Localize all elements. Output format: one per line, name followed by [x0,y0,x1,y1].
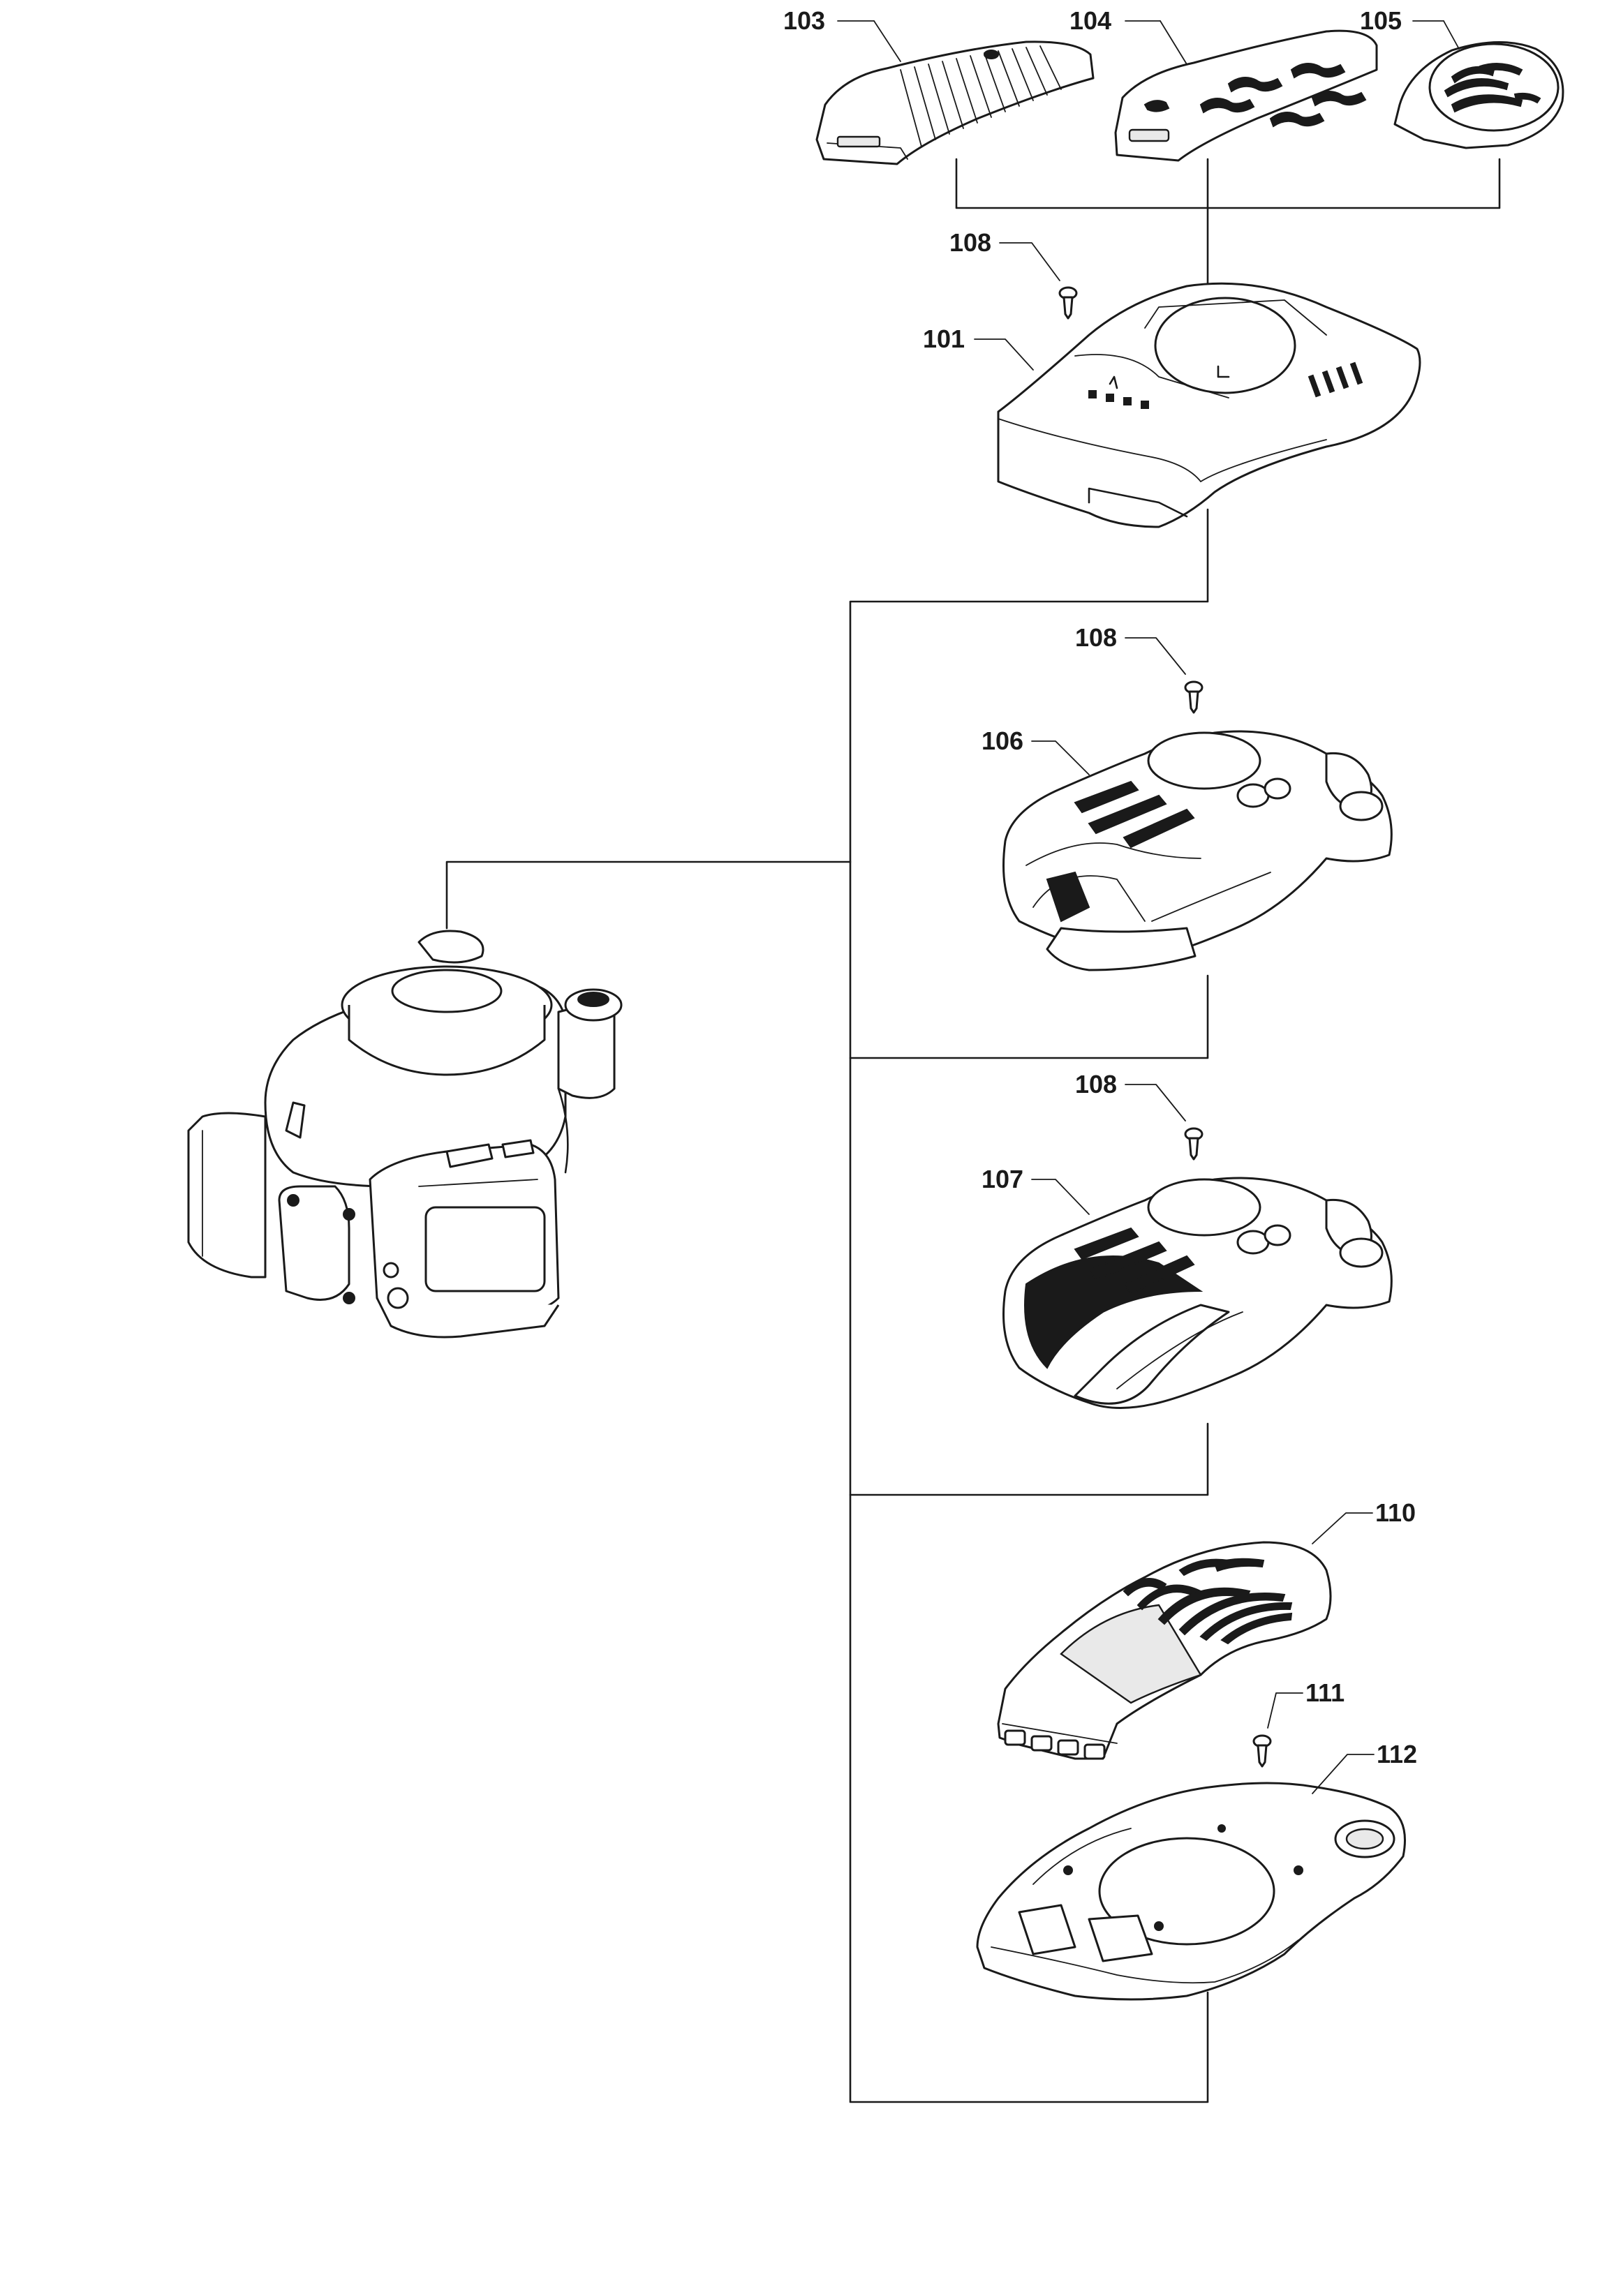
part-105-round-grille-cap[interactable] [1393,41,1564,149]
leader-112 [1312,1754,1375,1794]
assembly-connector-lines [445,158,1501,2103]
label-101: 101 [923,325,965,353]
label-108a: 108 [949,228,991,257]
leader-103b [873,20,901,62]
label-104: 104 [1069,6,1111,35]
part-108-screw-a[interactable] [1058,286,1078,320]
leader-108c [1125,1084,1186,1121]
part-103-vented-cover[interactable] [815,40,1095,165]
part-112-base-housing[interactable] [976,1782,1406,2001]
label-103: 103 [783,6,825,35]
part-108-screw-b[interactable] [1184,680,1204,714]
leader-105b [1443,20,1460,50]
leader-111 [1267,1692,1303,1729]
label-107: 107 [982,1165,1023,1193]
part-106-engine-cover[interactable] [1002,730,1393,971]
part-104-wave-cover[interactable] [1114,29,1378,162]
label-108c: 108 [1075,1070,1117,1098]
part-108-screw-c[interactable] [1184,1127,1204,1161]
part-110-grille-cover[interactable] [997,1541,1332,1760]
part-101-blower-housing[interactable] [997,282,1421,528]
leader-108b [1125,637,1186,675]
leader-107 [1031,1179,1090,1215]
label-110: 110 [1375,1498,1416,1527]
label-105: 105 [1360,6,1402,35]
label-106: 106 [982,726,1023,755]
leader-101 [974,338,1034,371]
engine-assembly[interactable] [187,930,623,1339]
part-111-screw[interactable] [1252,1734,1272,1768]
label-111: 111 [1305,1678,1345,1707]
part-107-engine-cover[interactable] [1002,1177,1393,1409]
leader-104b [1160,20,1187,65]
leader-110 [1312,1512,1373,1544]
leader-108a [999,242,1060,281]
label-112: 112 [1377,1740,1417,1768]
label-108b: 108 [1075,623,1117,652]
leader-106 [1031,740,1090,775]
